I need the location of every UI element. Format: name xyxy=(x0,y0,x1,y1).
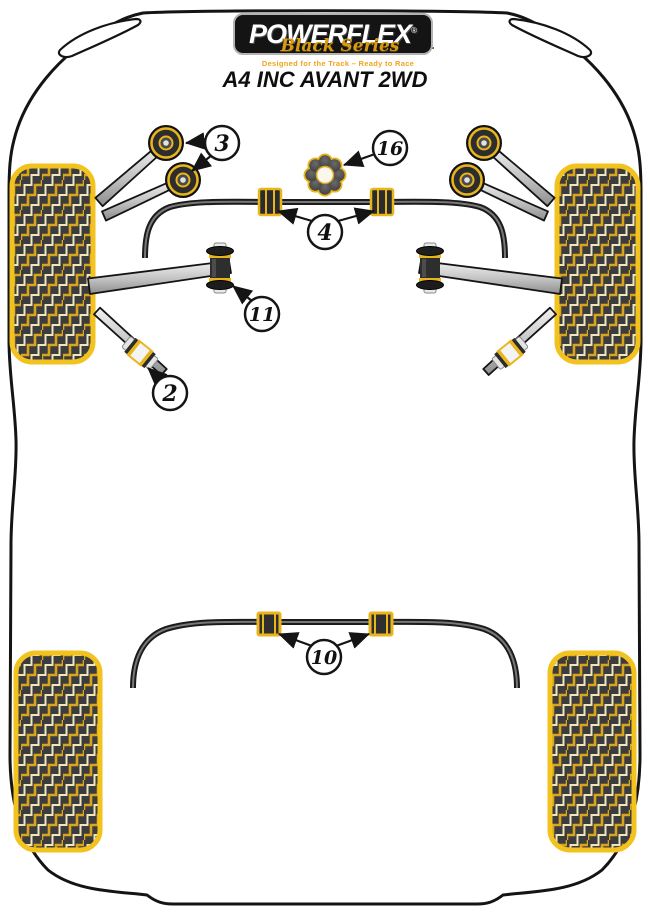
diagonal-arm-bushings xyxy=(121,336,529,370)
callouts: 3 16 4 11 2 10 xyxy=(151,124,409,676)
rear-arb-bushings xyxy=(256,611,394,637)
callout-4-number: 4 xyxy=(317,220,332,246)
callout-2-number: 2 xyxy=(161,381,177,407)
callout-10: 10 xyxy=(305,638,343,676)
series-name: Black Series xyxy=(280,36,400,56)
lower-arm-spool-bushings xyxy=(206,242,444,294)
tire-rear-right xyxy=(547,650,637,853)
powerflex-logo: POWERFLEX® xyxy=(233,13,433,55)
upper-arm-bushings xyxy=(148,125,502,198)
brand-name: POWERFLEX® xyxy=(249,19,417,49)
callout-arrows xyxy=(147,132,376,649)
lower-arm-right xyxy=(418,260,563,295)
callout-11: 11 xyxy=(243,295,281,333)
callout-3: 3 xyxy=(203,124,241,162)
callout-16-number: 16 xyxy=(377,138,403,160)
registered-mark: ® xyxy=(411,26,417,35)
car-body-outline xyxy=(7,9,643,906)
steering-rack-mount xyxy=(303,153,347,197)
tire-front-left xyxy=(9,163,96,365)
page-title: A4 INC AVANT 2WD xyxy=(222,67,428,92)
front-anti-roll-bar xyxy=(142,198,508,259)
brand-tagline: Designed for the Track – Ready to Race xyxy=(261,59,415,68)
headlight-right xyxy=(508,17,593,59)
front-arb-bushings xyxy=(257,187,395,217)
tire-rear-left xyxy=(13,650,103,853)
bushing-round xyxy=(466,125,502,161)
bushing-round xyxy=(449,162,485,198)
callout-3-number: 3 xyxy=(214,131,229,157)
callout-10-number: 10 xyxy=(311,647,337,669)
callout-16: 16 xyxy=(371,129,409,167)
callout-2: 2 xyxy=(151,374,189,412)
bushing-round xyxy=(148,125,184,161)
rear-anti-roll-bar xyxy=(130,618,520,689)
bushing-round xyxy=(165,162,201,198)
lower-arm-left xyxy=(87,260,232,295)
callout-11-number: 11 xyxy=(249,304,275,326)
tire-front-right xyxy=(554,163,641,365)
headlight-left xyxy=(57,17,142,59)
callout-4: 4 xyxy=(306,213,344,251)
